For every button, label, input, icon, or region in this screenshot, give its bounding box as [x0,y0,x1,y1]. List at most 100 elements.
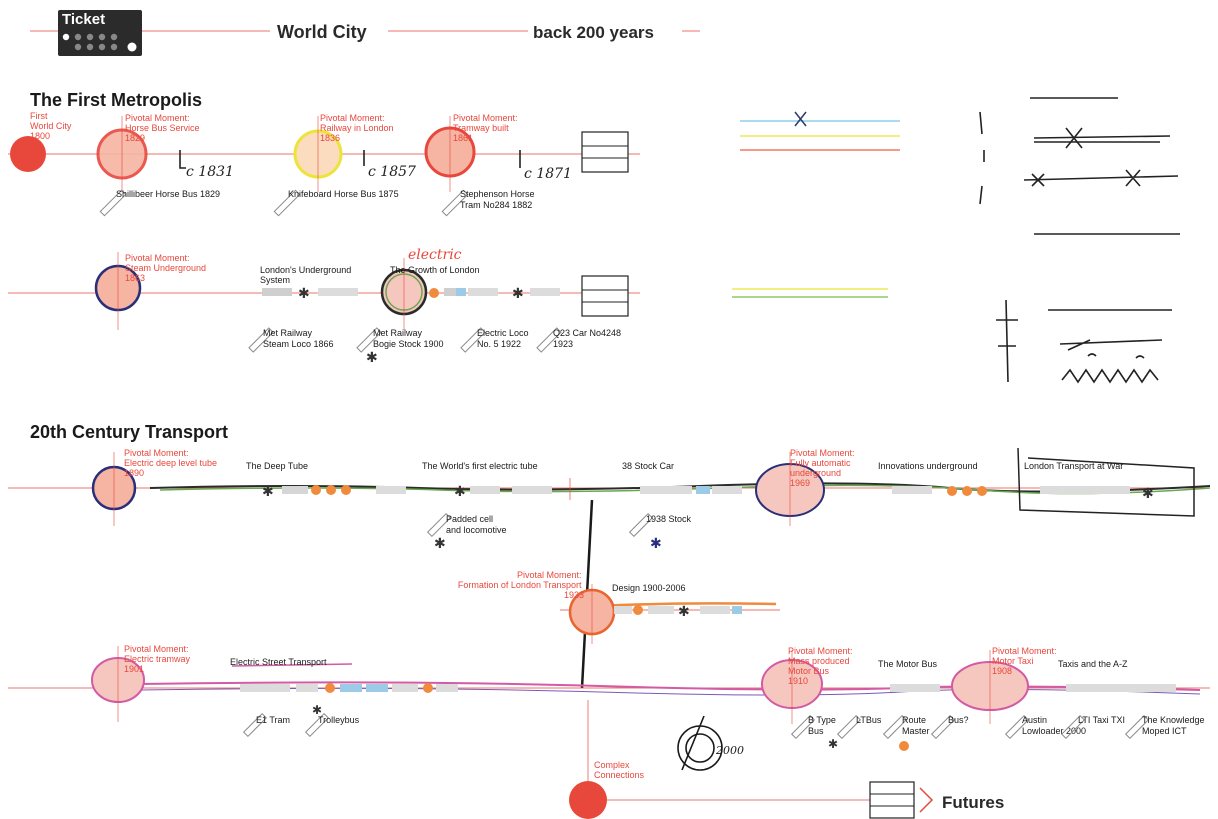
sketch-panel [732,97,1180,384]
handwritten-c1857: c 1857 [368,164,416,180]
complex-connections-dot [569,781,607,819]
row1-items: Shillibeer Horse Bus 1829 Knifeboard Hor… [99,189,537,217]
pivotal-formation-label: Pivotal Moment: Formation of London Tran… [458,570,584,600]
pivotal-horse-bus-label: Pivotal Moment: Horse Bus Service 1829 [125,113,202,143]
sun-icon: ✱ [678,603,690,619]
back-200-years-subtitle: back 200 years [533,23,654,42]
deep-tube-label: The Deep Tube [246,461,308,471]
row5-timeline [8,646,1210,724]
complex-connections-label: Complex Connections [594,760,645,780]
underground-system-label: London's Underground System [260,265,354,285]
item-austin-lowloader: Austin Lowloader 2000 [1022,715,1086,736]
handwritten-c1871: c 1871 [524,166,572,182]
sun-icon: ✱ [434,535,446,551]
row5-items: E1 Tram Trolleybus ✱ B Type Bus ✱ LTBus … [242,703,1207,751]
ticket-slot-icon [273,189,301,217]
sun-icon: ✱ [828,737,838,751]
ticket-slot-icon [460,327,486,353]
item-b-type-bus: B Type Bus [808,715,838,736]
item-routemaster: Route Master [902,715,930,736]
futures-label: Futures [942,793,1004,812]
row4-timeline: ✱ [560,584,780,644]
item-stephenson: Stephenson Horse Tram No284 1882 [460,189,537,210]
handwritten-2000-sketch [677,715,723,771]
motor-bus-label: The Motor Bus [878,659,938,669]
sun-icon: ✱ [262,483,274,499]
futures-box [869,781,915,819]
ticket-slot-icon [930,714,956,740]
ticket-slot-icon [356,327,382,353]
row2-end-box [581,275,629,317]
pivotal-motor-bus-label: Pivotal Moment: Mass produced Motor Bus … [788,646,855,686]
section-title-20th-century: 20th Century Transport [30,422,228,442]
pivotal-motor-taxi-label: Pivotal Moment: Motor Taxi 1908 [992,646,1059,676]
design-label: Design 1900-2006 [612,583,686,593]
arrow-right-icon [919,787,934,813]
ticket-slot-icon [441,189,469,217]
item-ltbus: LTBus [856,715,882,725]
item-met-bogie: Met Railway Bogie Stock 1900 [373,328,444,349]
innovations-underground-label: Innovations underground [878,461,978,471]
pivotal-steam-underground-label: Pivotal Moment: Steam Underground 1863 [125,253,209,283]
item-trolleybus: Trolleybus [318,715,360,725]
pivotal-tramway-1901-label: Pivotal Moment: Electric tramway 1901 [124,644,193,674]
section-title-first-metropolis: The First Metropolis [30,90,202,110]
ticket-label: Ticket [62,11,106,28]
row3-items: Padded cell and locomotive ✱ 1938 Stock … [426,512,692,551]
growth-of-london-label: The Growth of London [390,265,480,275]
pivotal-auto-underground-label: Pivotal Moment: Fully automatic undergro… [790,448,857,488]
electric-street-transport-label: Electric Street Transport [230,657,327,667]
sun-icon: ✱ [1142,485,1154,501]
row2-timeline: ✱ ✱ [8,252,640,330]
ticket-slot-icon [536,327,562,353]
handwritten-c1831: c 1831 [186,164,234,180]
footer-flow [569,715,934,819]
row1-timeline [8,116,640,192]
pivotal-tramway-label: Pivotal Moment: Tramway built 1861 [453,113,520,143]
pivotal-railway-label: Pivotal Moment: Railway in London 1836 [320,113,396,143]
ticket-slot-icon [1004,714,1030,740]
handwritten-electric: electric [408,247,462,263]
sun-icon: ✱ [650,535,662,551]
ticket-slot-icon [628,512,654,538]
war-box-sketch [1017,447,1195,517]
sun-icon: ✱ [312,703,322,717]
pivotal-deep-tube-label: Pivotal Moment: Electric deep level tube… [124,448,220,478]
ticket-slot-icon [836,714,862,740]
sun-icon: ✱ [298,285,310,301]
first-electric-tube-label: The World's first electric tube [422,461,538,471]
world-city-title: World City [277,22,367,42]
item-knifeboard: Knifeboard Horse Bus 1875 [288,189,399,199]
item-lti-taxi: LTI Taxi TXI [1078,715,1125,725]
sun-icon: ✱ [512,285,524,301]
ticket-slot-icon [426,512,452,538]
row1-end-box [581,131,629,173]
sun-icon: ✱ [366,349,378,365]
row3-timeline: ✱ ✱ ✱ [8,447,1211,526]
ticket-slot-icon [99,189,127,217]
ticket-slot-icon [1124,714,1150,740]
item-electric-loco: Electric Loco No. 5 1922 [477,328,531,349]
ticket-slot-icon [882,714,908,740]
ticket-dots-icon [62,33,137,52]
ticket-slot-icon [790,714,816,740]
item-bus-question: Bus? [948,715,969,725]
london-transport-at-war-label: London Transport at War [1024,461,1123,471]
item-1938-stock: 1938 Stock [646,514,692,524]
ticket-slot-icon [304,712,330,738]
taxis-a-z-label: Taxis and the A-Z [1058,659,1128,669]
first-world-city-dot [10,136,46,172]
item-met-steam: Met Railway Steam Loco 1866 [263,328,334,349]
item-knowledge-moped: The Knowledge Moped ICT [1142,715,1207,736]
item-shillibeer: Shillibeer Horse Bus 1829 [116,189,220,199]
row2-items: Met Railway Steam Loco 1866 Met Railway … [248,327,621,365]
first-world-city-label: First World City 1800 [30,111,74,141]
ticket-slot-icon [1060,714,1086,740]
sun-icon: ✱ [454,483,466,499]
ticket-slot-icon [242,712,268,738]
ticket-slot-icon [248,327,274,353]
handwritten-2000: 2000 [715,744,744,757]
item-e1-tram: E1 Tram [256,715,290,725]
item-padded-cell: Padded cell and locomotive [446,514,507,535]
